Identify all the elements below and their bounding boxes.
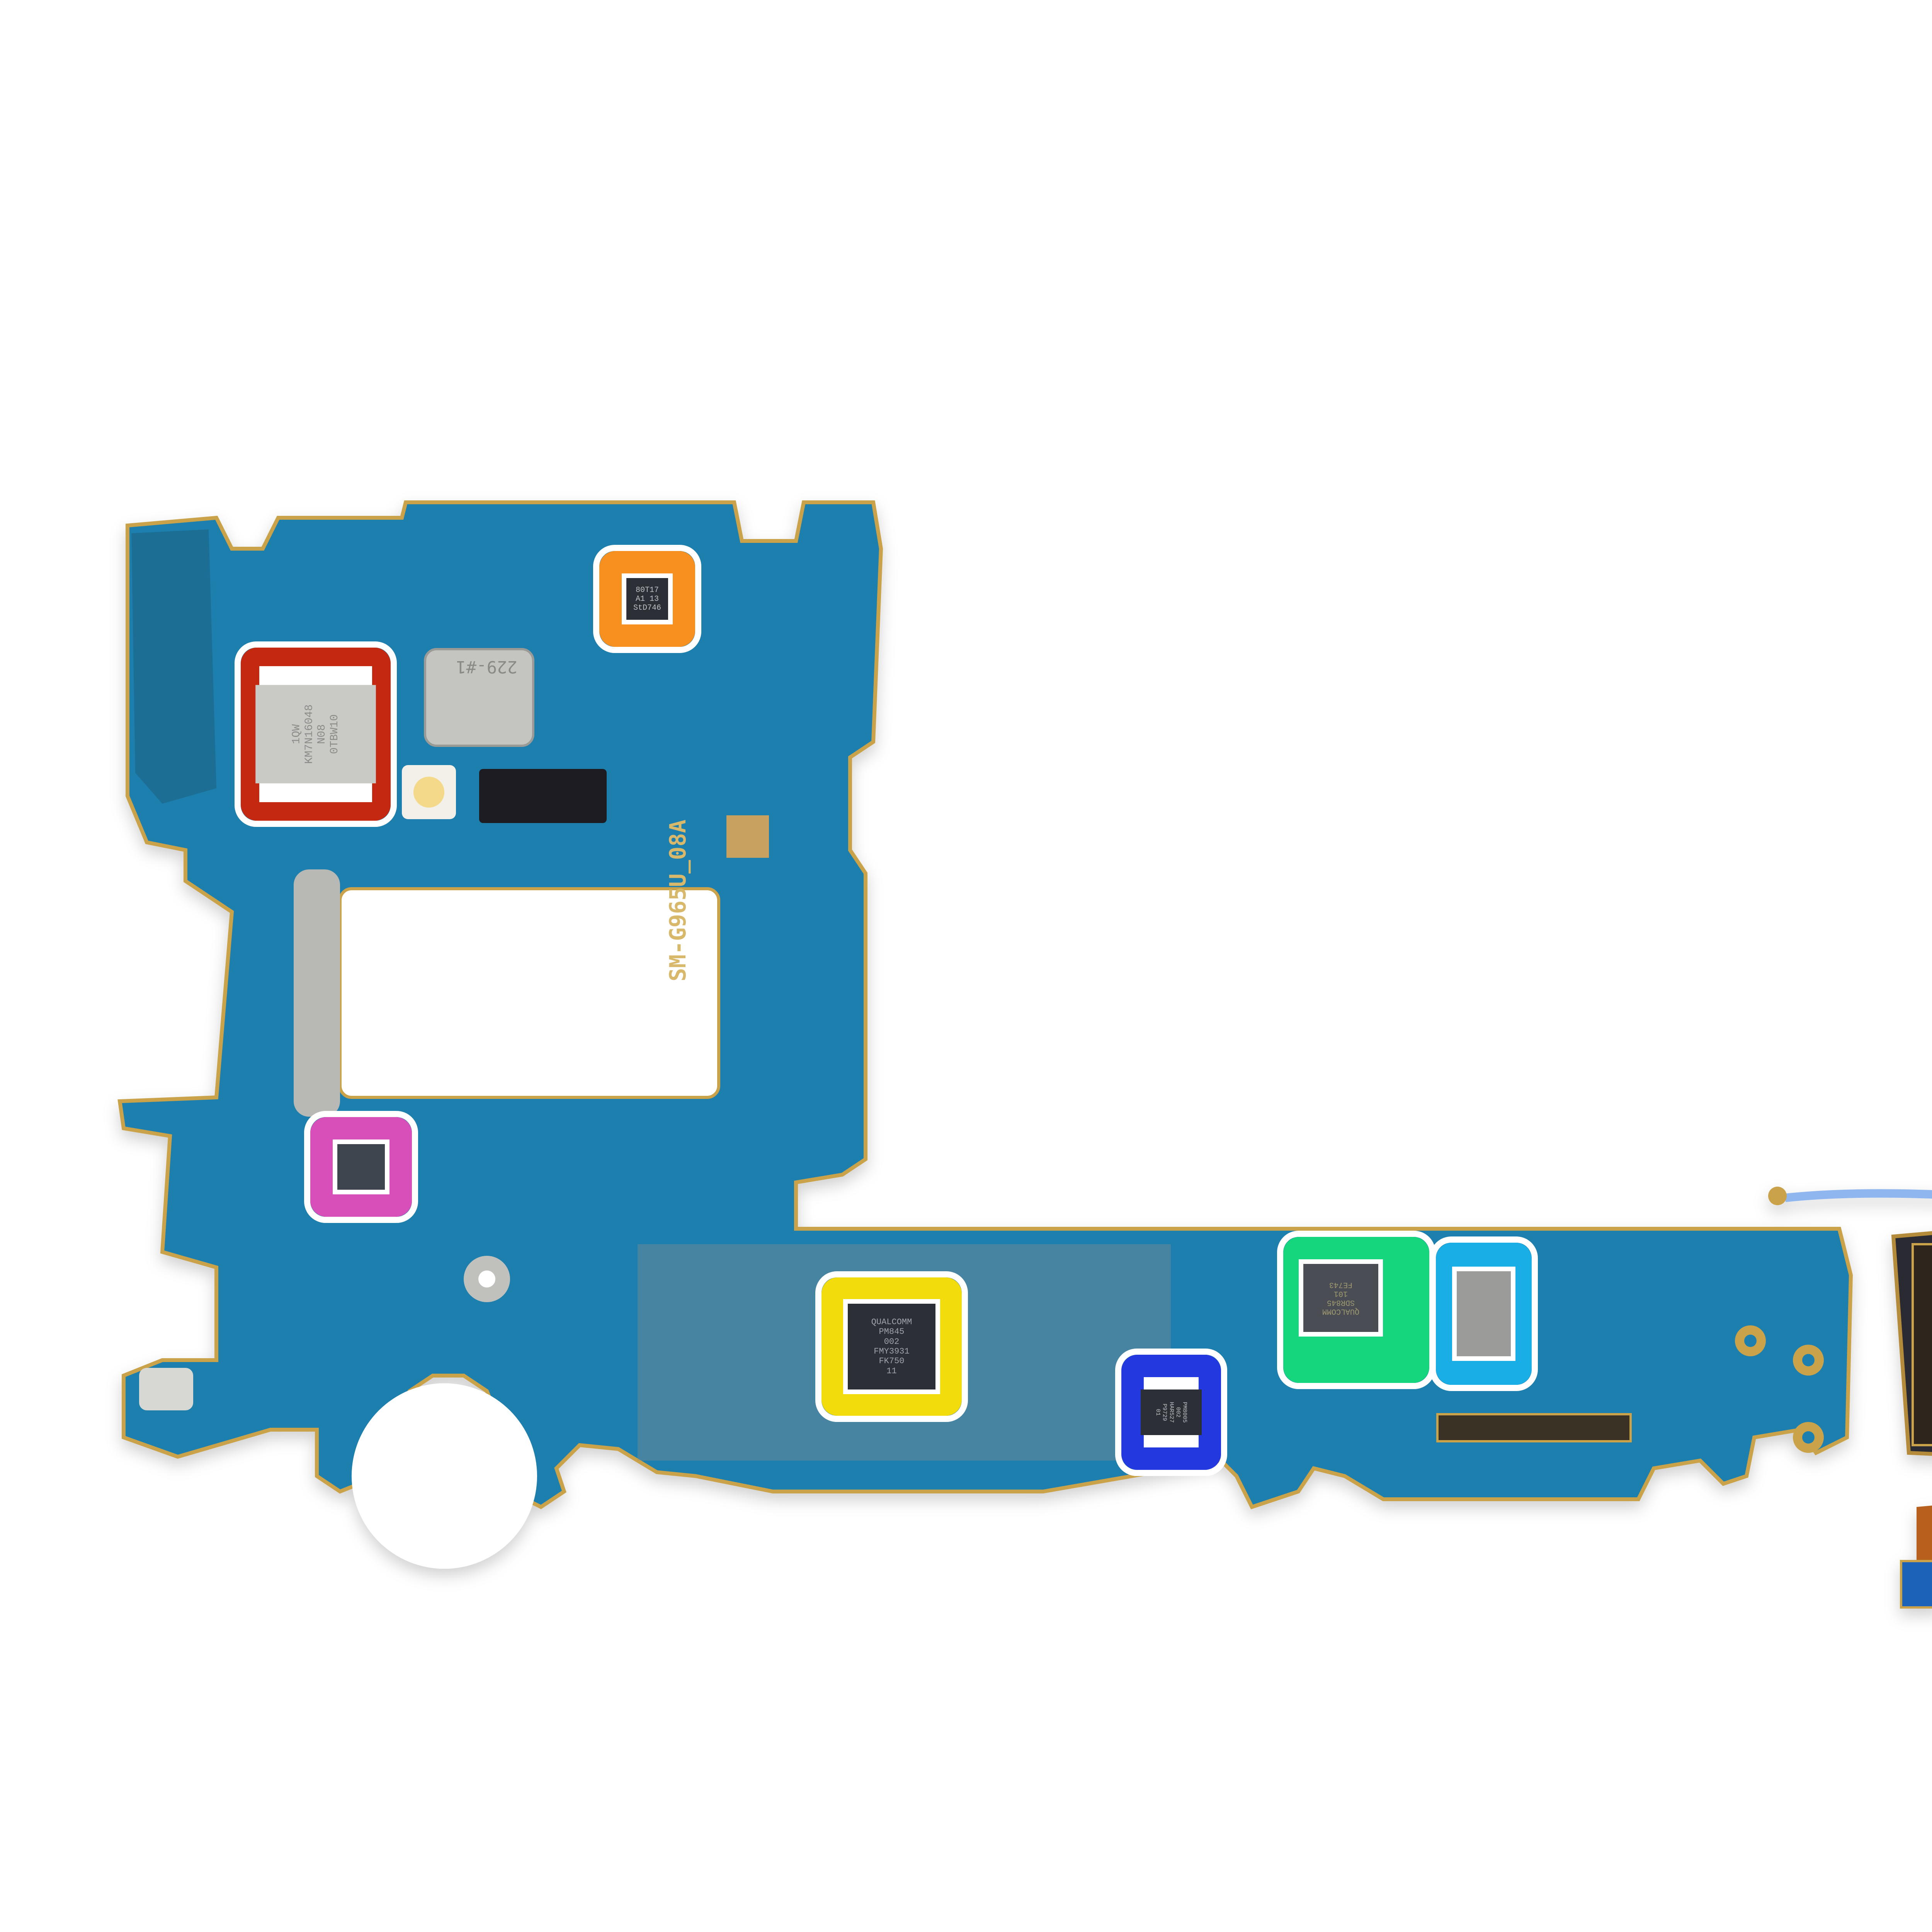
highlight-yellow-box: QUALCOMM PM845 002 FMY3931 FK750 11: [815, 1271, 968, 1422]
cyan-chip: [1457, 1271, 1511, 1356]
shield-can-label: 229-#1: [456, 657, 517, 677]
magenta-chip: [337, 1144, 385, 1190]
sub-board: [1768, 1187, 1932, 1609]
memory-chip: 1QW KM7N16048 N08 0TBW10: [255, 685, 376, 784]
main-board-silkscreen: SM-G965U_08A: [665, 819, 691, 981]
highlight-blue-box: PM8005 002 HAR527 P9729 01: [1115, 1349, 1227, 1476]
highlight-green-box: QUALCOMM SDR845 101 FE743: [1277, 1231, 1435, 1389]
pmic-secondary-chip: PM8005 002 HAR527 P9729 01: [1141, 1389, 1202, 1435]
pmic-chip: QUALCOMM PM845 002 FMY3931 FK750 11: [848, 1304, 935, 1389]
highlight-red-box: 1QW KM7N16048 N08 0TBW10: [235, 641, 397, 827]
highlight-cyan-box: [1430, 1236, 1538, 1391]
orange-chip: 80T17 A1 13 StD746: [626, 578, 668, 620]
highlight-magenta-box: [304, 1111, 418, 1223]
transceiver-chip: QUALCOMM SDR845 101 FE743: [1303, 1264, 1378, 1332]
highlight-orange-box: 80T17 A1 13 StD746: [593, 545, 701, 653]
